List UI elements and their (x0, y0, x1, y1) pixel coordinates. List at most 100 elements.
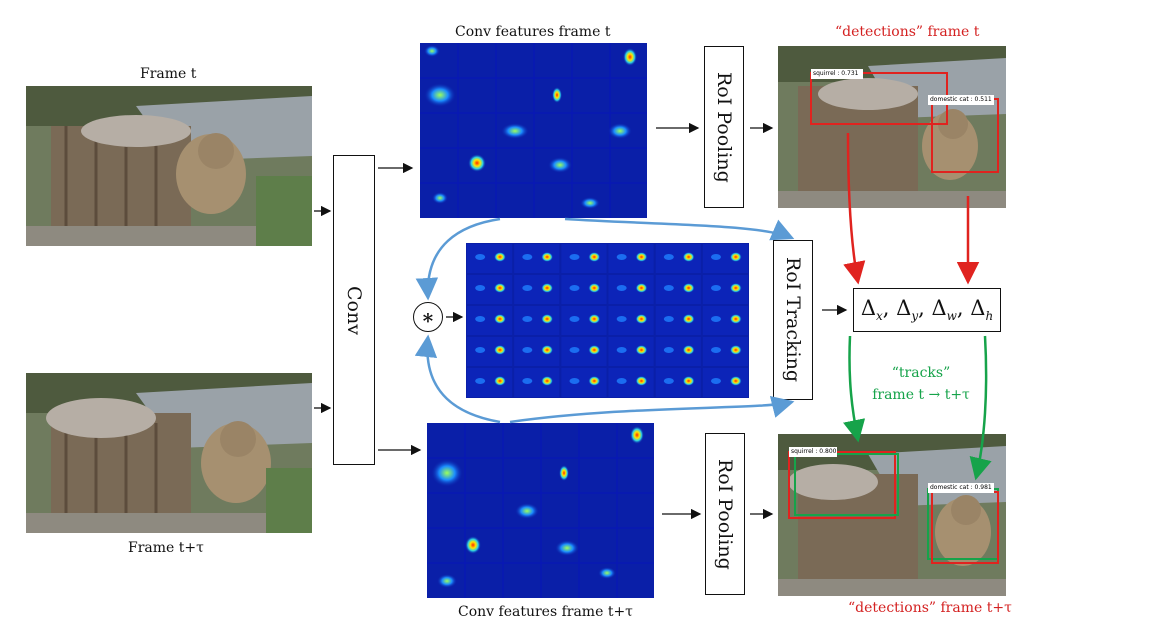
tag-top-cat: domestic cat : 0.511 (930, 96, 992, 103)
delta-separator: , (956, 296, 971, 321)
roi-tracking-label: RoI Tracking (782, 257, 804, 383)
correlation-secondary-peak (475, 346, 486, 353)
roi-pooling-bottom-label: RoI Pooling (714, 458, 736, 570)
correlation-peak (541, 282, 554, 293)
correlation-secondary-peak (522, 346, 533, 353)
correlation-secondary-peak (569, 253, 580, 260)
correlation-peak (635, 344, 648, 355)
correlation-peak (588, 282, 601, 293)
delta-components: Δx, Δy, Δw, Δh (861, 296, 993, 323)
correlation-peak (635, 282, 648, 293)
correlation-symbol: ∗ (421, 305, 435, 329)
delta-separator: , (918, 296, 932, 321)
correlation-secondary-peak (475, 315, 486, 322)
correlation-peak (493, 251, 506, 262)
correlation-secondary-peak (569, 377, 580, 384)
correlation-secondary-peak (569, 315, 580, 322)
correlation-secondary-peak (522, 253, 533, 260)
tag-top-squirrel: squirrel : 0.731 (813, 70, 859, 77)
correlation-peak (682, 313, 695, 324)
correlation-secondary-peak (663, 315, 674, 322)
arrow-feat-tt-to-tracking (509, 395, 795, 424)
correlation-peak (729, 375, 742, 386)
roi-pooling-top-block: RoI Pooling (704, 46, 744, 208)
correlation-secondary-peak (569, 346, 580, 353)
frame-t-tau-label: Frame t+τ (128, 540, 204, 556)
correlation-peak (588, 251, 601, 262)
correlation-peak (729, 344, 742, 355)
correlation-peak (588, 375, 601, 386)
correlation-peak (635, 375, 648, 386)
roi-tracking-block: RoI Tracking (773, 240, 813, 400)
correlation-secondary-peak (710, 253, 721, 260)
roi-pooling-top-label: RoI Pooling (713, 71, 735, 183)
correlation-secondary-peak (710, 346, 721, 353)
correlation-peak (635, 251, 648, 262)
correlation-peak (541, 251, 554, 262)
detections-t-tau-image: squirrel : 0.800 domestic cat : 0.981 (778, 434, 1006, 596)
correlation-peak (541, 344, 554, 355)
correlation-secondary-peak (569, 284, 580, 291)
detections-t-image: squirrel : 0.731 domestic cat : 0.511 (778, 46, 1006, 208)
correlation-peak (541, 375, 554, 386)
correlation-peak (588, 344, 601, 355)
detections-t-tau-label: “detections” frame t+τ (848, 600, 1012, 616)
correlation-secondary-peak (710, 315, 721, 322)
tracks-title: “tracks” (891, 365, 951, 381)
correlation-secondary-peak (616, 346, 627, 353)
correlation-secondary-peak (522, 284, 533, 291)
correlation-secondary-peak (616, 284, 627, 291)
correlation-secondary-peak (663, 346, 674, 353)
correlation-secondary-peak (475, 377, 486, 384)
correlation-peak (493, 282, 506, 293)
frame-t-tau-image (26, 373, 312, 533)
delta-w: Δw (931, 296, 957, 324)
correlation-peak (682, 282, 695, 293)
bbox-regression-output: Δx, Δy, Δw, Δh (853, 288, 1001, 332)
correlation-secondary-peak (616, 377, 627, 384)
conv-label: Conv (343, 285, 365, 335)
delta-h: Δh (970, 296, 994, 324)
tracks-label: “tracks” frame t → t+τ (856, 362, 986, 406)
delta-y: Δy (896, 296, 919, 324)
correlation-peak (682, 375, 695, 386)
correlation-peak (493, 344, 506, 355)
conv-features-t-heatmap (420, 43, 647, 218)
correlation-peak (588, 313, 601, 324)
correlation-secondary-peak (663, 377, 674, 384)
correlation-secondary-peak (663, 284, 674, 291)
correlation-peak (493, 375, 506, 386)
correlation-secondary-peak (616, 315, 627, 322)
correlation-peak (729, 313, 742, 324)
correlation-peak (729, 282, 742, 293)
correlation-secondary-peak (710, 377, 721, 384)
correlation-peak (541, 313, 554, 324)
correlation-peak (729, 251, 742, 262)
correlation-peak (493, 313, 506, 324)
correlation-secondary-peak (710, 284, 721, 291)
correlation-secondary-peak (663, 253, 674, 260)
conv-features-t-tau-heatmap (427, 423, 654, 598)
delta-separator: , (882, 296, 897, 321)
tag-bottom-squirrel: squirrel : 0.800 (791, 448, 837, 455)
correlation-peak (682, 344, 695, 355)
frame-t-label: Frame t (140, 66, 197, 82)
correlation-secondary-peak (475, 253, 486, 260)
delta-x: Δx (860, 296, 883, 324)
correlation-secondary-peak (616, 253, 627, 260)
correlation-feature-maps (466, 243, 749, 398)
conv-block: Conv (333, 155, 375, 465)
correlation-secondary-peak (522, 377, 533, 384)
tag-bottom-cat: domestic cat : 0.981 (930, 484, 992, 491)
correlation-peak (635, 313, 648, 324)
roi-pooling-bottom-block: RoI Pooling (705, 433, 745, 595)
correlation-operator: ∗ (413, 302, 443, 332)
correlation-secondary-peak (522, 315, 533, 322)
frame-t-image (26, 86, 312, 246)
tracks-subtitle: frame t → t+τ (872, 387, 970, 403)
correlation-peak (682, 251, 695, 262)
detections-t-label: “detections” frame t (835, 24, 980, 40)
conv-features-t-label: Conv features frame t (455, 24, 611, 40)
conv-features-t-tau-label: Conv features frame t+τ (458, 604, 633, 620)
